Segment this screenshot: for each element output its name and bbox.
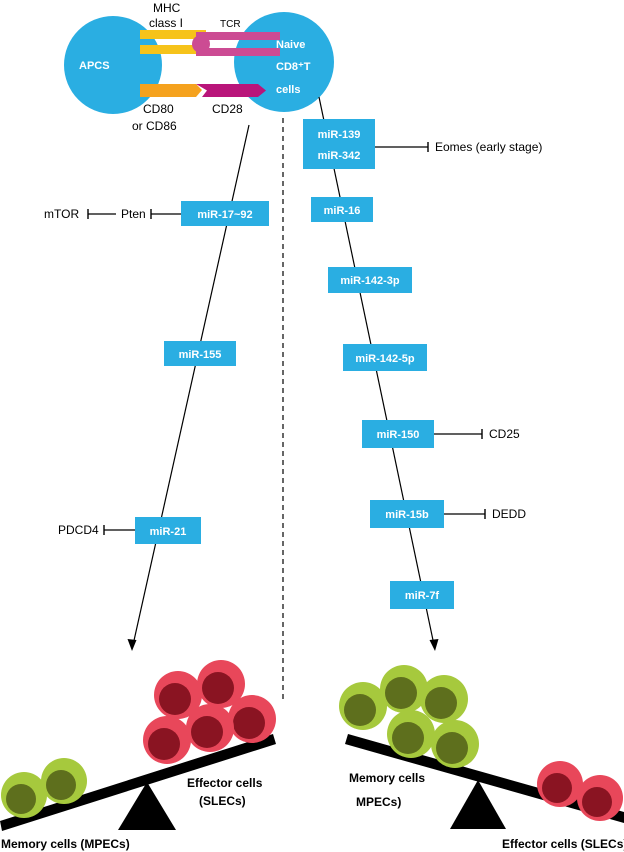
right-memory-label-line1: Memory cells — [349, 771, 425, 785]
memory-cell — [1, 772, 47, 818]
left-memory-cells — [1, 758, 87, 818]
right-memory-label-line2: MPECs) — [356, 795, 401, 809]
memory-cell — [339, 682, 387, 730]
mir-label-17-92: miR-17~92 — [197, 209, 252, 221]
right-effector-cells — [537, 761, 623, 821]
mir-box-142-3p — [328, 267, 412, 293]
tcr-bar-upper — [196, 32, 280, 40]
tcr-label: TCR — [220, 19, 241, 30]
target-mtor: mTOR — [44, 207, 79, 221]
mir-box-139-342 — [303, 119, 375, 169]
cd28-label: CD28 — [212, 102, 243, 116]
target-cd25: CD25 — [489, 427, 520, 441]
mhc-class-i-bar-upper — [140, 30, 206, 39]
mir-label-142-5p: miR-142-5p — [355, 353, 415, 365]
left-memory-label: Memory cells (MPECs) — [1, 837, 130, 851]
peptide-antigen — [192, 35, 210, 53]
pathway-lines — [127, 96, 439, 700]
left-effector-label-line1: Effector cells — [187, 776, 263, 790]
cd80-label-line2: or CD86 — [132, 119, 177, 133]
mir-label-16: miR-16 — [324, 205, 361, 217]
effector-cell — [154, 671, 202, 719]
mir-box-21 — [135, 517, 201, 544]
effector-cell — [143, 716, 191, 764]
mir-box-15b — [370, 500, 444, 528]
mir-label-155: miR-155 — [179, 349, 222, 361]
memory-cell — [387, 710, 435, 758]
mir-box-142-5p — [343, 344, 427, 371]
left-seesaw: Memory cells (MPECs) Effector cells (SLE… — [0, 660, 276, 851]
mir-box-7f — [390, 581, 454, 609]
right-seesaw: Memory cells MPECs) Effector cells (SLEC… — [339, 665, 624, 851]
mir-label-15b: miR-15b — [385, 509, 429, 521]
effector-cell — [577, 775, 623, 821]
tcell-label-line3: cells — [276, 84, 300, 96]
target-dedd: DEDD — [492, 507, 526, 521]
mhc-label-line2: class I — [149, 16, 183, 30]
right-memory-cells — [339, 665, 479, 768]
mhc-label-line1: MHC — [153, 1, 181, 15]
memory-cell — [420, 675, 468, 723]
mir-label-7f: miR-7f — [405, 590, 440, 602]
memory-cell — [431, 720, 479, 768]
right-seesaw-fulcrum — [450, 780, 506, 829]
right-pathway-arrowhead — [429, 639, 439, 651]
tcr-bar-lower — [196, 48, 280, 56]
target-pten: Pten — [121, 207, 146, 221]
effector-cell — [186, 704, 234, 752]
mir-box-155 — [164, 341, 236, 366]
tcell-label-line1: Naive — [276, 39, 305, 51]
left-seesaw-fulcrum — [118, 782, 176, 830]
right-mirna-boxes: miR-139 miR-342 miR-16 miR-142-3p miR-14… — [303, 119, 454, 609]
left-mirna-boxes: miR-17~92 miR-155 miR-21 — [135, 201, 269, 544]
effector-cell — [197, 660, 245, 708]
mir-label-142-3p: miR-142-3p — [340, 275, 400, 287]
effector-cell — [228, 695, 276, 743]
apc-cell — [64, 16, 162, 114]
tcell-label-line2: CD8⁺T — [276, 61, 311, 73]
apc-label: APCS — [79, 60, 110, 72]
effector-cell — [537, 761, 583, 807]
memory-cell — [380, 665, 428, 713]
mir-label-139: miR-139 — [318, 129, 361, 141]
cd28-shape — [196, 84, 266, 97]
mir-label-342: miR-342 — [318, 150, 361, 162]
mir-box-16 — [311, 197, 373, 222]
mir-box-17-92 — [181, 201, 269, 226]
left-seesaw-beam — [0, 734, 276, 831]
immune-synapse: APCS MHC class I TCR Naive CD8⁺T cells C… — [64, 1, 334, 133]
mir-box-150 — [362, 420, 434, 448]
left-effector-cells — [143, 660, 276, 764]
left-targets: mTOR Pten PDCD4 — [44, 207, 181, 537]
mir-label-150: miR-150 — [377, 429, 420, 441]
memory-cell — [41, 758, 87, 804]
left-pathway-arrowhead — [127, 639, 137, 651]
cd80-arrow — [140, 84, 202, 97]
mhc-class-i-bar-lower — [140, 45, 206, 54]
mir-label-21: miR-21 — [150, 526, 187, 538]
left-effector-label-line2: (SLECs) — [199, 794, 246, 808]
cd80-label-line1: CD80 — [143, 102, 174, 116]
target-pdcd4: PDCD4 — [58, 523, 99, 537]
target-eomes: Eomes (early stage) — [435, 140, 542, 154]
right-effector-label: Effector cells (SLECs) — [502, 837, 624, 851]
right-targets: Eomes (early stage) CD25 DEDD — [375, 140, 542, 521]
